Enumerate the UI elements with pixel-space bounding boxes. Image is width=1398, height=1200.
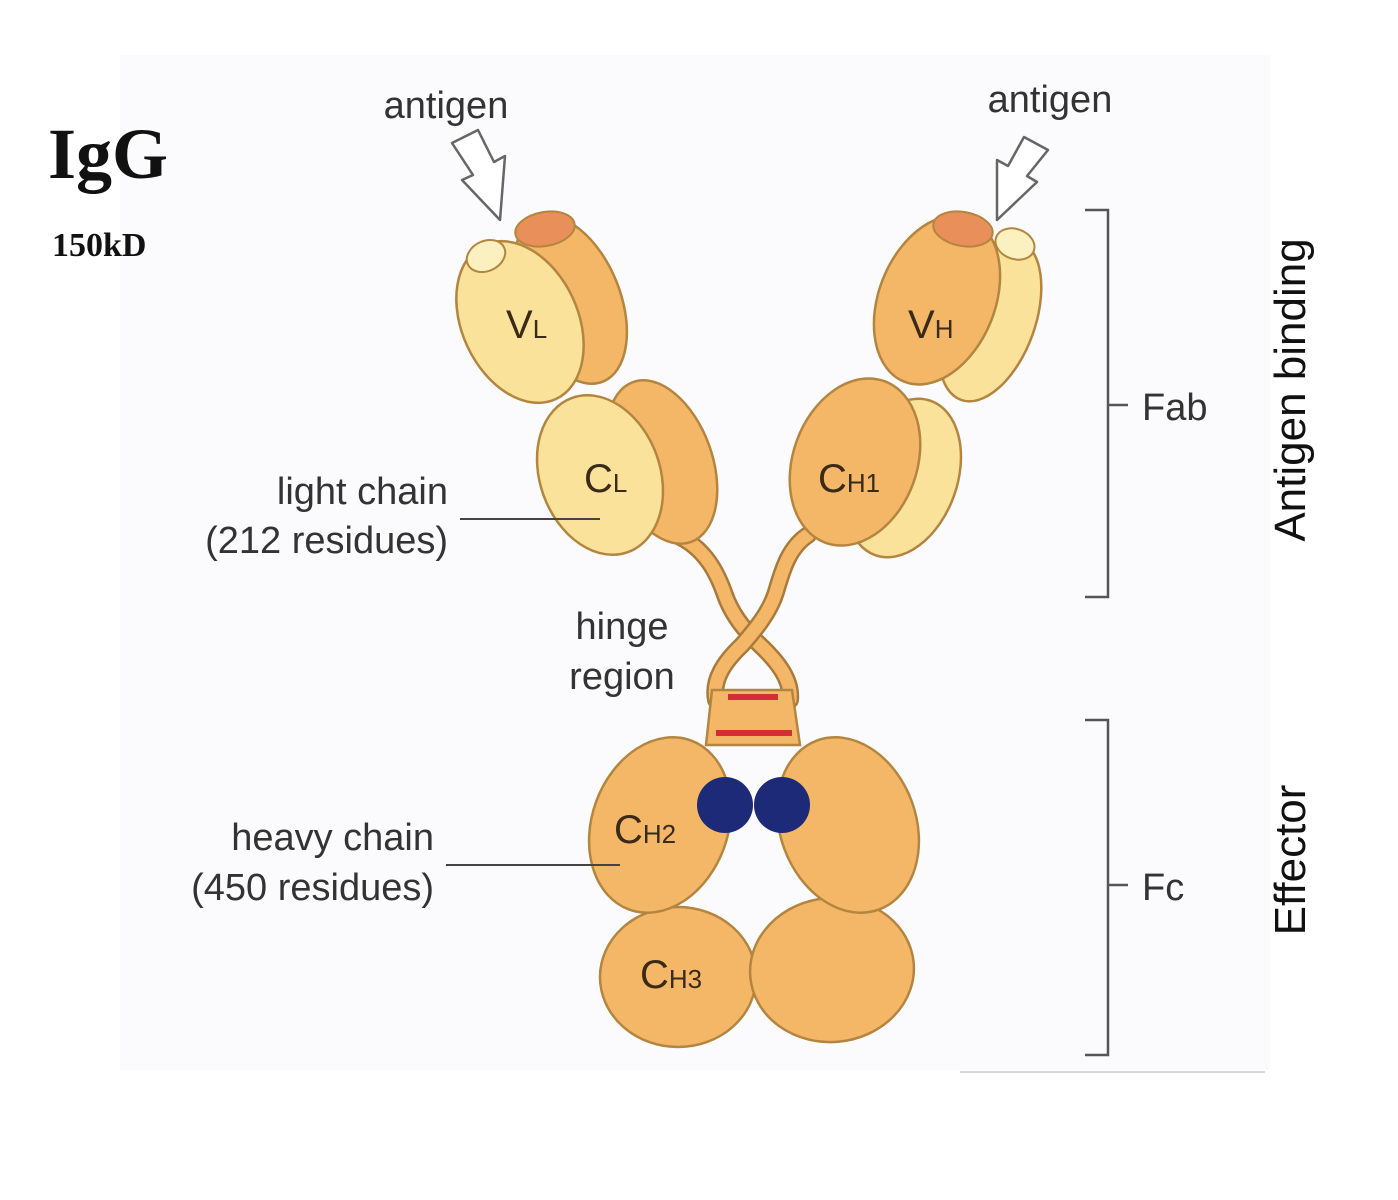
fc-bracket (1085, 718, 1110, 1057)
antigen-label-right: antigen (988, 79, 1113, 121)
antigen-site-right-heavy (932, 210, 994, 248)
fab-label: Fab (1142, 387, 1207, 429)
ch3-label: CH3 (640, 953, 702, 997)
vl-label: VL (506, 303, 547, 347)
cl-domain (535, 394, 665, 556)
carbohydrate-right (754, 777, 810, 833)
antigen-site-left-heavy (514, 210, 576, 248)
vh-label: VH (908, 303, 953, 347)
antigen-site-left-light (465, 238, 507, 274)
ch1-label: CH1 (818, 457, 880, 501)
fc-label: Fc (1142, 867, 1184, 909)
antigen-site-right-light (994, 227, 1036, 261)
hinge-strand-left (669, 528, 797, 707)
light-chain-residues: (212 residues) (205, 520, 448, 562)
fab-bracket (1085, 208, 1110, 599)
light-chain-label: light chain (277, 471, 448, 513)
hinge-label: hinge (576, 606, 669, 648)
ch1-domain (788, 377, 922, 547)
hinge-strand-right (708, 528, 815, 707)
ch2-label: CH2 (614, 808, 676, 852)
antigen-label-left: antigen (384, 85, 509, 127)
antigen-binding-label: Antigen binding (1266, 238, 1315, 541)
ch2-domain-left (587, 736, 733, 914)
heavy-chain-residues: (450 residues) (191, 867, 434, 909)
antigen-arrow-left-icon (450, 128, 507, 222)
cl-label: CL (584, 457, 627, 501)
title: IgG (48, 114, 168, 194)
heavy-chain-label: heavy chain (231, 817, 434, 859)
antigen-arrow-right-icon (995, 135, 1050, 222)
ch2-domain-right (775, 736, 921, 914)
figure-panel (120, 55, 1270, 1070)
effector-label: Effector (1266, 785, 1315, 936)
subtitle: 150kD (52, 227, 146, 264)
carbohydrate-left (697, 777, 753, 833)
hinge-region-label: region (569, 656, 675, 698)
